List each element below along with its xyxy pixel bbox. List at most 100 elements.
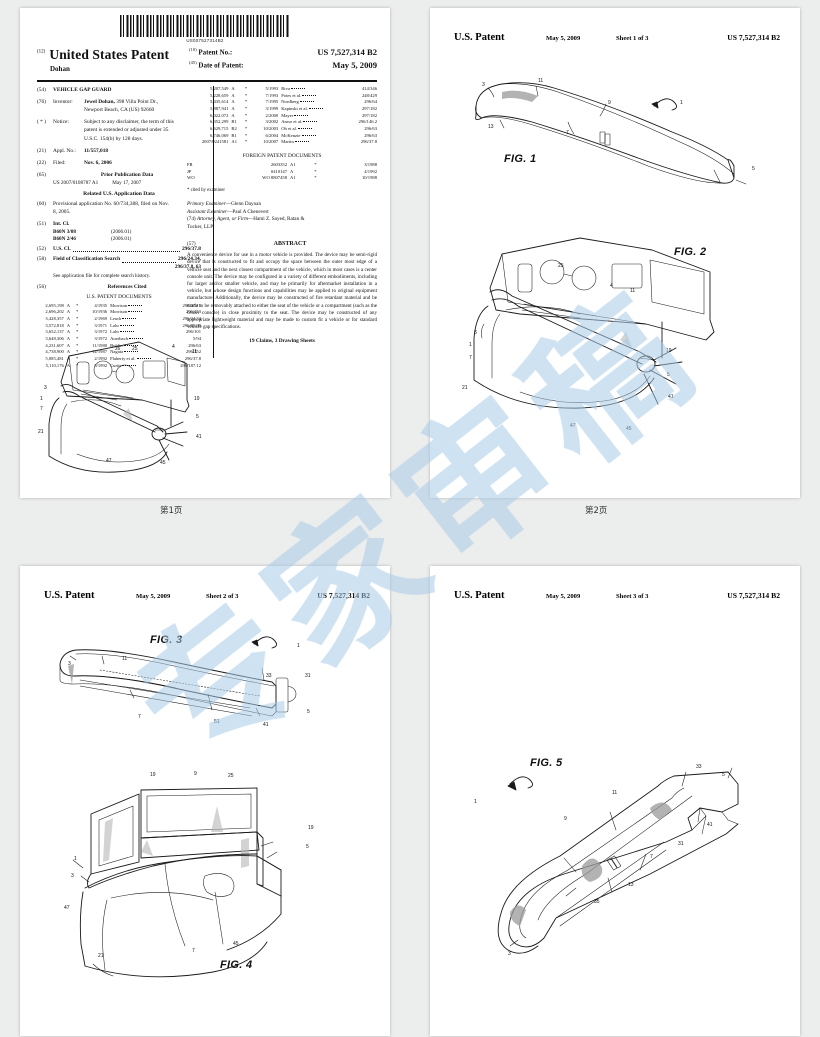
ref-star: * [244,99,248,105]
ref-number: 6,022,072 [210,112,229,118]
ref-kind: A [231,86,235,91]
fr-star: * [314,168,317,174]
fr-number: 0410147 [270,168,287,174]
ref-number: 5,207,549 [210,86,229,91]
ref-class: 296/101 [185,329,201,335]
ref-1: 1 [40,396,43,402]
ref-number: 5,435,614 [210,99,229,105]
ref-star: * [244,132,248,138]
us-patent-documents-head: U.S. PATENT DOCUMENTS [86,293,152,300]
drawing-sheet-1[interactable]: U.S. Patent May 5, 2009 Sheet 1 of 3 US … [430,8,800,498]
ref-25: 25 [132,346,138,352]
fig3-ref-1: 1 [297,643,300,649]
figure-3-label: FIG. 3 [150,634,183,646]
ref-class: 248/429 [361,92,377,98]
ref-name: Nordberg [278,99,348,106]
figure-5-label: FIG. 5 [530,757,563,769]
fr-kind: A1 [290,161,296,167]
provisional-line-1: Provisional application No. 60/734,388, … [53,200,169,207]
ref-kind: A [66,349,71,355]
fr-kind: A1 [290,175,296,181]
drawing-sheet-2[interactable]: U.S. Patent May 5, 2009 Sheet 2 of 3 US … [20,566,390,1036]
ref-class: 296/64 [364,99,377,105]
ref-kind: A [66,302,71,308]
ref-date: 10/1936 [92,309,108,315]
ref-name: Flaherty et al. [107,356,171,363]
fig5-ref-9: 9 [564,816,567,822]
ref-star: * [244,105,248,111]
ref-date: 7/1995 [265,99,279,105]
field-52-us-cl: (52) U.S. Cl. 296/37.8 [37,246,201,253]
fig2-ref-5: 5 [667,372,670,378]
fig4-ref-5: 5 [306,844,309,850]
patent-no-value: US 7,527,314 B2 [317,47,377,57]
drawing-sheet-3[interactable]: U.S. Patent May 5, 2009 Sheet 3 of 3 US … [430,566,800,1036]
ref-date: 10/2003 [263,125,279,131]
fig2-ref-41: 41 [668,394,674,400]
fig5-ref-35: 35 [594,899,600,905]
ref-class: 296/37.13 [182,302,201,308]
ref-kind: A [231,105,235,111]
ref-11: 11 [192,349,198,355]
notice-line-1: Subject to any disclaimer, the term of t… [84,119,174,126]
abstract-text: A convenience device for use in a motor … [187,252,377,331]
fig3-ref-5: 5 [307,709,310,715]
prior-pub-head: Prior Publication Data [100,171,154,178]
fr-country: FR [187,161,193,167]
ref-name: Lohr [107,323,171,330]
sheet3-patent-number: US 7,527,314 B2 [727,591,780,600]
ref-date: 2/1992 [94,355,108,361]
figure-2-label: FIG. 2 [674,246,707,258]
ref-star: * [244,92,248,98]
date-of-patent-value: May 5, 2009 [332,59,377,70]
ref-number: 3,648,306 [45,335,64,341]
ref-star: * [76,315,79,321]
ref-number: 6,352,299 [210,119,229,125]
ref-date: 2/2000 [265,112,279,118]
ref-kind: A [66,315,71,321]
fig4-ref-1: 1 [74,856,77,862]
ref-number: 4,231,607 [45,342,64,348]
primary-examiner-label: Primary Examiner [187,200,226,207]
ref-name: Auerbach [107,336,171,343]
field-notice: ( * ) Notice: Subject to any disclaimer,… [37,119,174,142]
ref-class: 297/182 [361,105,377,111]
ref-number: 2007/0241581 [201,139,229,145]
ref-45: 45 [160,460,166,466]
fig3-ref-7: 7 [138,714,141,720]
ref-date: 3/1972 [94,329,108,335]
ref-class: 296/146.2 [358,119,377,125]
ref-name: Curtis [107,363,171,370]
figure-4-label: FIG. 4 [220,959,253,971]
patent-no-code: (10) [189,47,197,52]
fig2-ref-4: 4 [610,283,613,289]
figure-2-drawing [473,237,715,409]
fr-date: 4/1992 [364,168,377,174]
date-of-patent-label: Date of Patent: [198,60,244,69]
figure-3-drawing [59,636,297,717]
ref-kind: A [231,99,235,105]
prior-pub-number: US 2007/0108787 A1 [53,179,99,186]
patent-front-page[interactable]: US007527314B2 (12) United States Patent … [20,8,390,498]
ref-41: 41 [196,434,202,440]
ref-3: 3 [44,385,47,391]
ref-name: Morrison [107,303,171,310]
fig5-ref-31: 31 [678,841,684,847]
ref-name: Martin [278,139,348,146]
ref-class: 296/37.8 [360,139,377,145]
fig2-ref-1: 1 [469,342,472,348]
ref-class: 5/94 [192,335,201,341]
figure-4-drawing [72,787,282,978]
barcode-icon [120,15,290,37]
related-app-data-head: Related U.S. Application Data [83,190,155,197]
abstract-num: (57) [187,241,196,248]
foreign-patent-documents-head: FOREIGN PATENT DOCUMENTS [242,152,322,159]
us-cl-value: 296/37.8 [181,246,201,253]
